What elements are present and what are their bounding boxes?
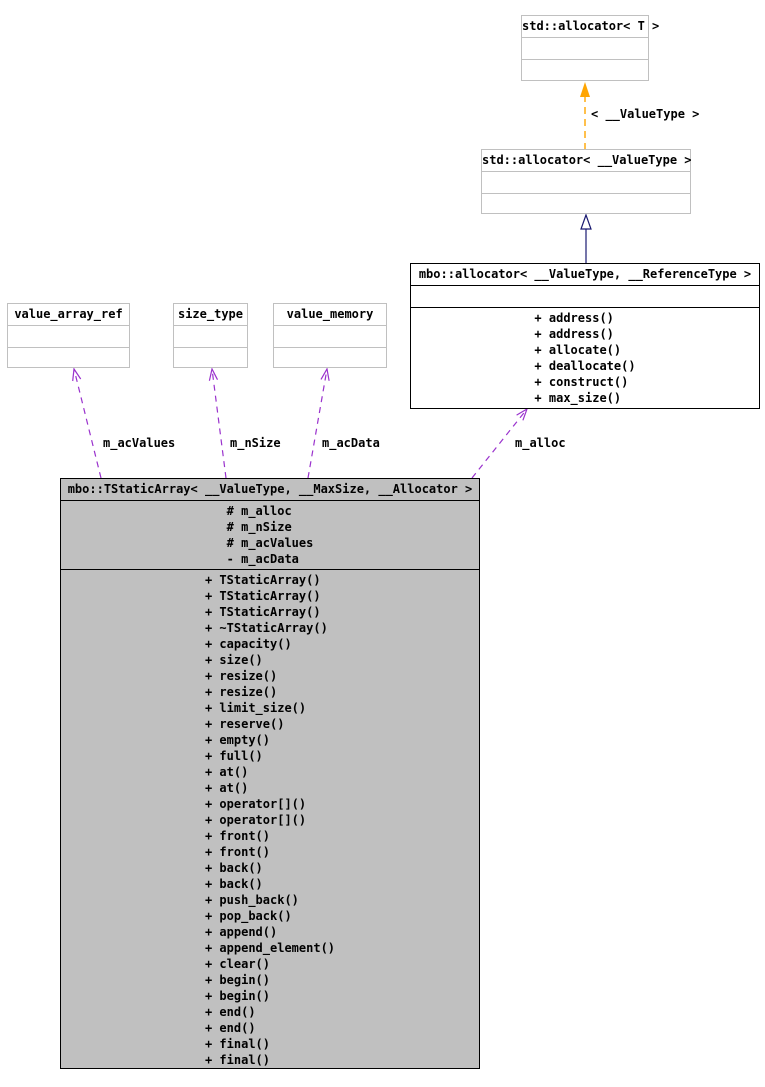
empty-methods-compartment bbox=[174, 347, 247, 368]
method-item: + reserve() bbox=[204, 717, 285, 731]
method-item: + TStaticArray() bbox=[204, 573, 321, 587]
empty-methods-compartment bbox=[274, 347, 386, 368]
method-item: + push_back() bbox=[204, 893, 299, 907]
attribute-item: - m_acData bbox=[226, 552, 299, 566]
edge-label-m-alloc: m_alloc bbox=[515, 436, 566, 450]
empty-attributes-compartment bbox=[274, 326, 386, 347]
method-item: + front() bbox=[204, 845, 270, 859]
method-item: + max_size() bbox=[534, 391, 622, 405]
method-item: + clear() bbox=[204, 957, 270, 971]
edge-label-template-param: < __ValueType > bbox=[591, 107, 700, 121]
method-item: + final() bbox=[204, 1053, 270, 1067]
class-box-value-memory: value_memory bbox=[273, 303, 387, 368]
class-title: value_array_ref bbox=[8, 304, 129, 326]
method-item: + pop_back() bbox=[204, 909, 292, 923]
method-item: + TStaticArray() bbox=[204, 605, 321, 619]
attribute-item: # m_nSize bbox=[226, 520, 292, 534]
usage-arrow-m-acdata bbox=[307, 367, 330, 479]
method-item: + resize() bbox=[204, 685, 278, 699]
method-item: + resize() bbox=[204, 669, 278, 683]
method-item: + TStaticArray() bbox=[204, 589, 321, 603]
edge-label-m-acvalues: m_acValues bbox=[103, 436, 176, 450]
usage-arrow-m-nsize bbox=[208, 367, 227, 479]
class-title: std::allocator< __ValueType > bbox=[482, 150, 692, 172]
class-box-std-allocator-t: std::allocator< T > bbox=[521, 15, 659, 81]
edge-label-m-acdata: m_acData bbox=[322, 436, 380, 450]
inheritance-arrow bbox=[580, 213, 592, 263]
empty-attributes-compartment bbox=[522, 38, 648, 59]
class-box-tstatic-array: mbo::TStaticArray< __ValueType, __MaxSiz… bbox=[60, 478, 480, 1069]
method-item: + end() bbox=[204, 1005, 256, 1019]
empty-attributes-compartment bbox=[8, 326, 129, 347]
attribute-list: # m_alloc # m_nSize # m_acValues - m_acData bbox=[227, 503, 314, 567]
methods-compartment: + address() + address() + allocate() + deal… bbox=[411, 308, 759, 408]
method-item: + end() bbox=[204, 1021, 256, 1035]
attributes-compartment: # m_alloc # m_nSize # m_acValues - m_acData bbox=[61, 501, 479, 569]
class-title: std::allocator< T > bbox=[522, 16, 659, 38]
method-item: + construct() bbox=[534, 375, 629, 389]
method-item: + operator[]() bbox=[204, 813, 307, 827]
method-item: + ~TStaticArray() bbox=[204, 621, 328, 635]
method-item: + full() bbox=[204, 749, 263, 763]
class-title[interactable]: mbo::allocator< __ValueType, __Reference… bbox=[411, 264, 759, 286]
usage-arrow-m-acvalues bbox=[72, 367, 102, 479]
class-box-mbo-allocator[interactable]: mbo::allocator< __ValueType, __Reference… bbox=[410, 263, 760, 409]
attribute-item: # m_acValues bbox=[226, 536, 314, 550]
method-item: + front() bbox=[204, 829, 270, 843]
class-title: mbo::TStaticArray< __ValueType, __MaxSiz… bbox=[61, 479, 479, 501]
methods-compartment: + TStaticArray() + TStaticArray() + TStati… bbox=[61, 569, 479, 1070]
empty-methods-compartment bbox=[522, 59, 648, 80]
method-item: + begin() bbox=[204, 989, 270, 1003]
class-title: size_type bbox=[174, 304, 247, 326]
method-item: + back() bbox=[204, 877, 263, 891]
empty-methods-compartment bbox=[8, 347, 129, 368]
empty-attributes-compartment bbox=[411, 286, 759, 308]
method-item: + append_element() bbox=[204, 941, 336, 955]
method-item: + deallocate() bbox=[534, 359, 636, 373]
empty-attributes-compartment bbox=[482, 172, 690, 193]
method-item: + final() bbox=[204, 1037, 270, 1051]
method-item: + size() bbox=[204, 653, 263, 667]
method-item: + address() bbox=[534, 327, 614, 341]
class-box-std-allocator-valuetype: std::allocator< __ValueType > bbox=[481, 149, 692, 214]
method-list: + address() + address() + allocate() + deal… bbox=[534, 310, 635, 406]
method-item: + at() bbox=[204, 781, 249, 795]
class-box-value-array-ref: value_array_ref bbox=[7, 303, 130, 368]
method-item: + capacity() bbox=[204, 637, 292, 651]
attribute-item: # m_alloc bbox=[226, 504, 292, 518]
method-list: + TStaticArray() + TStaticArray() + TStati… bbox=[205, 572, 335, 1068]
method-item: + limit_size() bbox=[204, 701, 307, 715]
class-box-size-type: size_type bbox=[173, 303, 248, 368]
empty-methods-compartment bbox=[482, 193, 690, 214]
method-item: + append() bbox=[204, 925, 278, 939]
method-item: + operator[]() bbox=[204, 797, 307, 811]
empty-attributes-compartment bbox=[174, 326, 247, 347]
method-item: + back() bbox=[204, 861, 263, 875]
edge-label-m-nsize: m_nSize bbox=[230, 436, 281, 450]
method-item: + begin() bbox=[204, 973, 270, 987]
method-item: + address() bbox=[534, 311, 614, 325]
method-item: + empty() bbox=[204, 733, 270, 747]
method-item: + allocate() bbox=[534, 343, 622, 357]
method-item: + at() bbox=[204, 765, 249, 779]
class-title: value_memory bbox=[274, 304, 386, 326]
template-instantiation-arrow bbox=[580, 82, 590, 150]
